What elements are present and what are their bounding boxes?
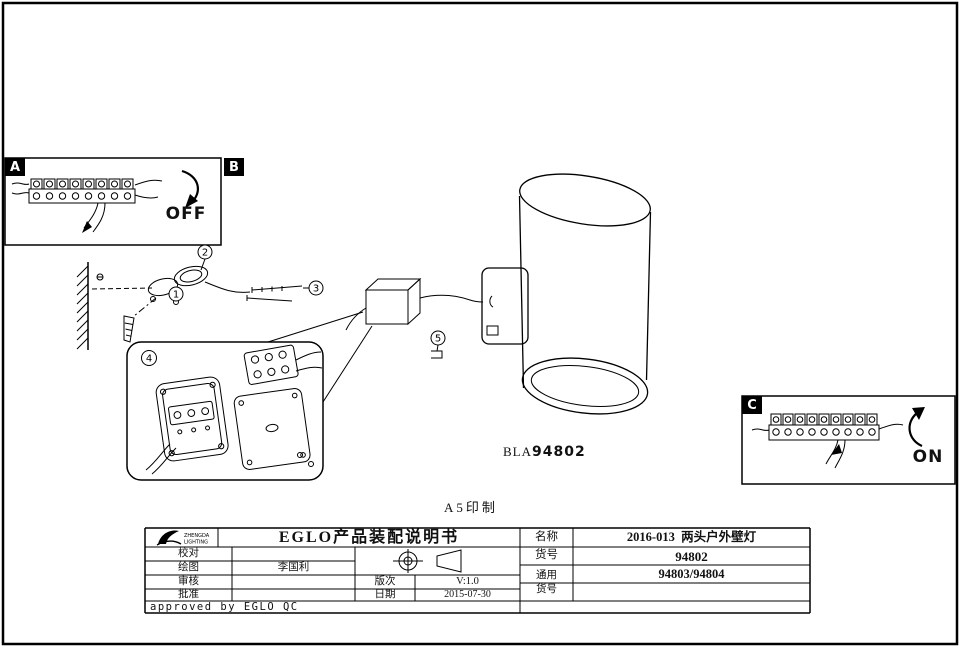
main-assembly-drawing	[76, 173, 652, 481]
common-label-line1: 通用	[536, 570, 557, 581]
name-label: 名称	[535, 530, 558, 543]
logo-text-line1: ZHENGDA	[184, 533, 210, 539]
step-1-circle	[168, 286, 184, 302]
step-2-circle	[197, 244, 213, 260]
print-format-note: A5印制	[444, 500, 498, 515]
version-value: V:1.0	[456, 575, 479, 587]
common-value: 94803/94804	[658, 566, 725, 581]
date-value: 2015-07-30	[444, 589, 491, 600]
panel-c-drawing	[741, 395, 956, 485]
projection-cone-icon	[436, 549, 462, 573]
draw-value: 李国利	[277, 561, 310, 573]
item-label: 货号	[535, 549, 558, 562]
step-4-number: 4	[146, 354, 152, 365]
step-5-circle	[430, 330, 446, 346]
model-prefix: BLA	[503, 444, 532, 459]
review-label: 审核	[178, 575, 199, 587]
step-2-number: 2	[202, 248, 208, 259]
logo-text-line2: LIGHTING	[184, 540, 208, 546]
step-3-circle	[308, 280, 324, 296]
name-value: 2016-013 两头户外壁灯	[626, 530, 757, 545]
panel-c-state-label: ON	[912, 447, 944, 467]
step-1-number: 1	[173, 290, 179, 301]
version-label: 版次	[374, 575, 396, 587]
doc-title: EGLO产品装配说明书	[278, 528, 460, 546]
panel-a-drawing	[4, 157, 222, 246]
model-number: 94802	[532, 444, 586, 460]
title-block-grid	[144, 527, 811, 614]
panel-a-tab: A	[5, 158, 25, 176]
panel-b-tab: B	[224, 158, 244, 176]
panel-a-state-label: OFF	[165, 204, 207, 224]
step-markers: 1 2 3 4 5	[141, 244, 446, 366]
step-5-number: 5	[435, 334, 441, 345]
proofread-label: 校对	[178, 547, 199, 559]
common-label-line2: 货号	[536, 583, 557, 595]
common-label: 通用 货号	[520, 565, 573, 601]
projection-symbols	[393, 549, 462, 573]
draw-label: 绘图	[178, 561, 199, 573]
model-number-label: BLA94802	[503, 443, 586, 461]
panel-c-tab: C	[742, 396, 762, 414]
approve-label: 批准	[178, 588, 199, 600]
approved-note: approved by EGLO QC	[150, 600, 299, 613]
company-logo-icon: ZHENGDA LIGHTING	[156, 530, 210, 546]
step-4-circle	[141, 350, 157, 366]
item-value: 94802	[675, 548, 708, 564]
step-3-number: 3	[313, 284, 319, 295]
date-label: 日期	[374, 588, 396, 600]
